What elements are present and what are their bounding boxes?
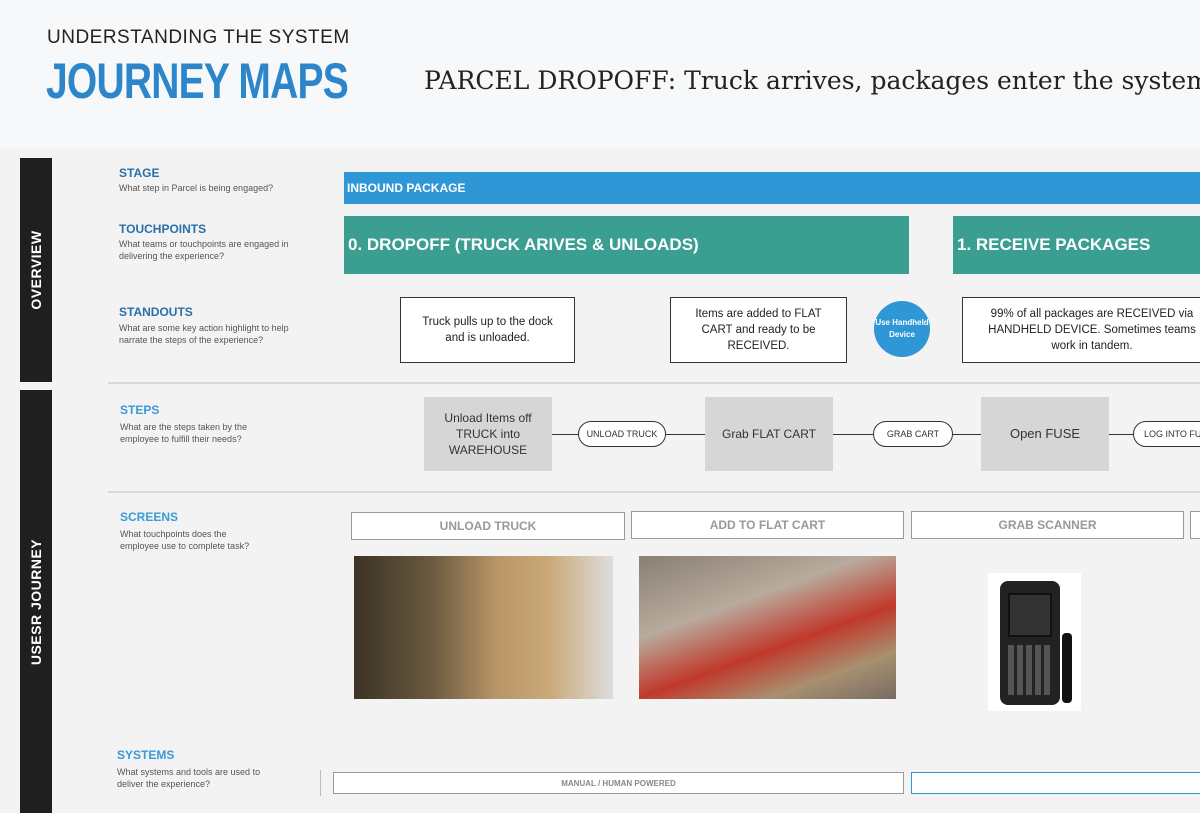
action-pill: LOG INTO FUSE (1133, 421, 1200, 447)
standout-card: 99% of all packages are RECEIVED via HAN… (962, 297, 1200, 363)
touchpoint-dropoff: 0. DROPOFF (TRUCK ARIVES & UNLOADS) (344, 216, 909, 274)
action-pill: UNLOAD TRUCK (578, 421, 666, 447)
screen-label (1190, 511, 1200, 539)
row-desc-standouts: What are some key action highlight to he… (119, 323, 289, 345)
photo-handheld-scanner (988, 573, 1081, 711)
divider (108, 382, 1200, 384)
section-overview: OVERVIEW (20, 158, 52, 382)
step-box: Open FUSE (981, 397, 1109, 471)
row-desc-screens: What touchpoints does the employee use t… (120, 529, 250, 551)
row-desc-steps: What are the steps taken by the employee… (120, 422, 248, 444)
screen-label: UNLOAD TRUCK (351, 512, 625, 540)
photo-flat-cart (639, 556, 896, 699)
action-pill: GRAB CART (873, 421, 953, 447)
arrow-connector (552, 434, 580, 435)
standout-card: Truck pulls up to the dock and is unload… (400, 297, 575, 363)
row-label-systems: SYSTEMS (117, 748, 175, 762)
arrow-connector (953, 434, 981, 435)
row-label-stage: STAGE (119, 166, 160, 180)
arrow-connector (666, 434, 706, 435)
page-kicker: UNDERSTANDING THE SYSTEM (47, 27, 350, 48)
touchpoint-receive: 1. RECEIVE PACKAGES (953, 216, 1200, 274)
page-subtitle: PARCEL DROPOFF: Truck arrives, packages … (424, 66, 1200, 95)
row-desc-touchpoints: What teams or touchpoints are engaged in… (119, 239, 289, 261)
system-bar (911, 772, 1200, 794)
row-label-screens: SCREENS (120, 510, 179, 524)
row-label-touchpoints: TOUCHPOINTS (119, 222, 207, 236)
row-desc-stage: What step in Parcel is being engaged? (119, 183, 274, 193)
screen-label: ADD TO FLAT CART (631, 511, 904, 539)
step-box: Unload Items off TRUCK into WAREHOUSE (424, 397, 552, 471)
screen-label: GRAB SCANNER (911, 511, 1184, 539)
section-user-journey: USESR JOURNEY (20, 390, 52, 813)
arrow-connector (833, 434, 873, 435)
step-box: Grab FLAT CART (705, 397, 833, 471)
arrow-connector (1109, 434, 1134, 435)
standout-badge: Use Handheld Device (874, 301, 930, 357)
row-label-steps: STEPS (120, 403, 160, 417)
divider (320, 770, 321, 796)
system-bar: MANUAL / HUMAN POWERED (333, 772, 904, 794)
page-title: JOURNEY MAPS (46, 53, 349, 109)
standout-card: Items are added to FLAT CART and ready t… (670, 297, 847, 363)
row-label-standouts: STANDOUTS (119, 305, 193, 319)
row-desc-systems: What systems and tools are used to deliv… (117, 767, 261, 789)
photo-unloading-truck (354, 556, 613, 699)
divider (108, 491, 1200, 493)
stage-bar: INBOUND PACKAGE (344, 172, 1200, 204)
